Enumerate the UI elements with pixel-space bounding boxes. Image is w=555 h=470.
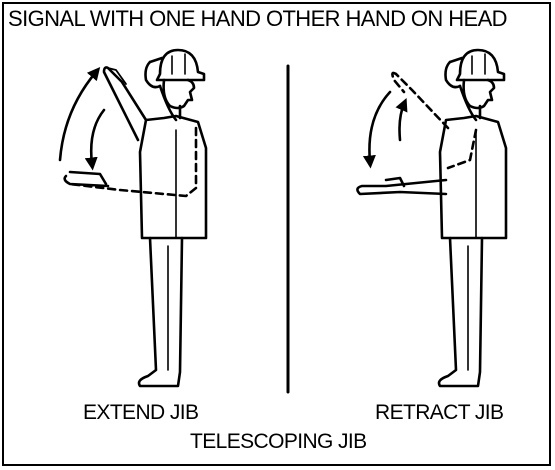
extend-jib-label: EXTEND JIB [83, 401, 198, 425]
retract-jib-label: RETRACT JIB [375, 401, 503, 425]
hand-on-head [146, 62, 161, 87]
telescoping-jib-caption: TELESCOPING JIB [190, 430, 367, 454]
figure-retract-jib [357, 50, 506, 386]
legs [439, 238, 482, 386]
figure-extend-jib [60, 50, 206, 386]
motion-arrow-down [91, 110, 104, 164]
motion-arrow-down [369, 92, 390, 162]
motion-arrow-up [400, 104, 405, 140]
hard-hat [457, 50, 504, 80]
hand-on-head [446, 62, 461, 87]
jacket [440, 116, 506, 238]
legs [139, 238, 182, 386]
hard-hat [157, 50, 204, 80]
